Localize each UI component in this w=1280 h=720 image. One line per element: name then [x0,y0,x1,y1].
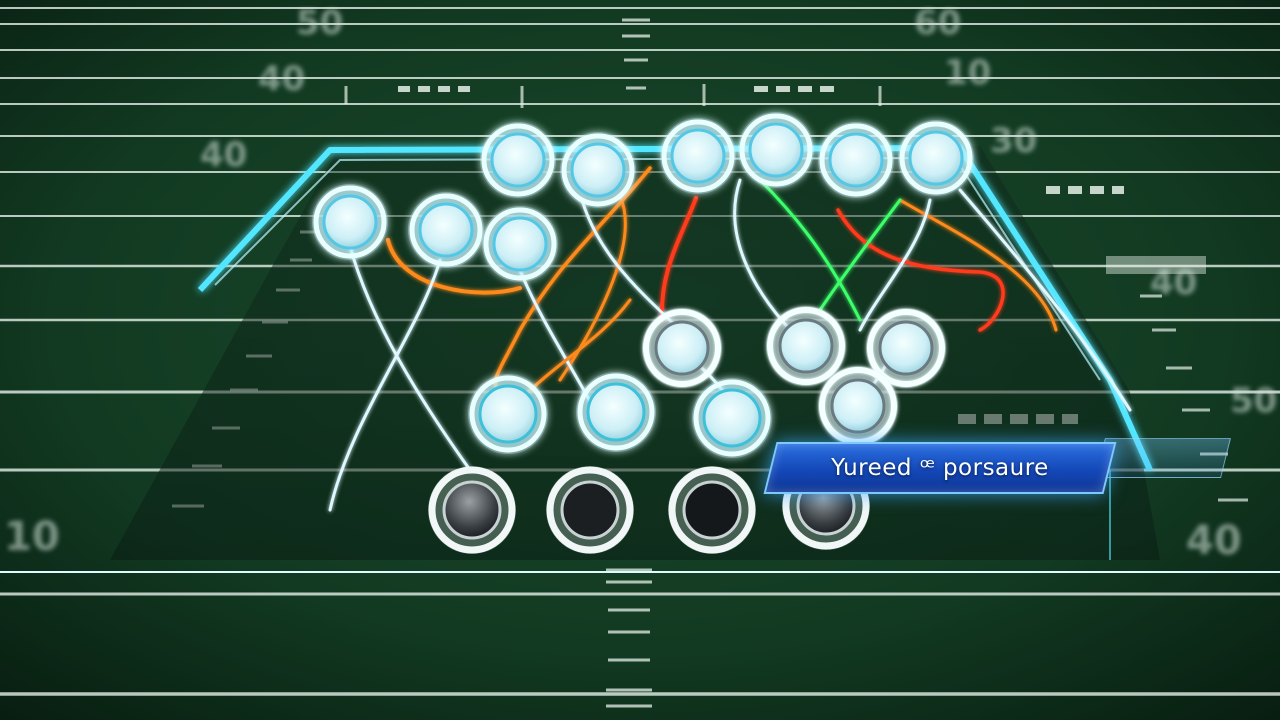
svg-text:40: 40 [200,135,247,175]
svg-text:60: 60 [914,3,961,43]
defense-players [312,112,974,458]
playcall-banner[interactable]: Yureed ꟹ porsaure [763,442,1117,494]
player-marker-icon [560,132,636,208]
playcall-label: Yureed ꟹ porsaure [831,455,1049,481]
player-marker-icon [668,466,756,554]
player-marker-icon [642,308,722,388]
svg-text:50: 50 [296,3,343,43]
player-marker-icon [408,192,484,268]
player-marker-icon [692,378,772,458]
yard-numbers: 50 60 40 10 40 30 40 50 10 40 [4,3,1277,564]
route-line-icon [348,244,472,472]
route-line-icon [836,208,1005,332]
player-marker-icon [482,206,558,282]
player-marker-icon [818,122,894,198]
player-marker-icon [818,366,898,446]
player-marker-icon [312,184,388,260]
svg-text:40: 40 [1150,263,1197,303]
route-line-icon [858,198,932,332]
svg-text:10: 10 [4,514,60,560]
player-marker-icon [898,120,974,196]
svg-text:30: 30 [990,121,1037,161]
player-marker-icon [546,466,634,554]
player-marker-icon [428,466,516,554]
player-marker-icon [468,374,548,454]
route-line-icon [958,188,1132,412]
route-line-icon [558,194,627,382]
player-marker-icon [738,112,814,188]
route-line-icon [386,238,522,295]
svg-text:50: 50 [1230,381,1277,421]
svg-text:40: 40 [1186,518,1242,564]
svg-text:40: 40 [258,59,305,99]
route-line-icon [898,198,1058,332]
player-marker-icon [866,308,946,388]
player-marker-icon [576,372,656,452]
player-marker-icon [660,118,736,194]
player-marker-icon [766,306,846,386]
route-line-icon [659,196,698,322]
route-line-icon [758,178,862,322]
player-marker-icon [480,122,556,198]
route-line-icon [818,198,902,312]
svg-text:10: 10 [944,53,991,93]
route-line-icon [328,258,442,512]
